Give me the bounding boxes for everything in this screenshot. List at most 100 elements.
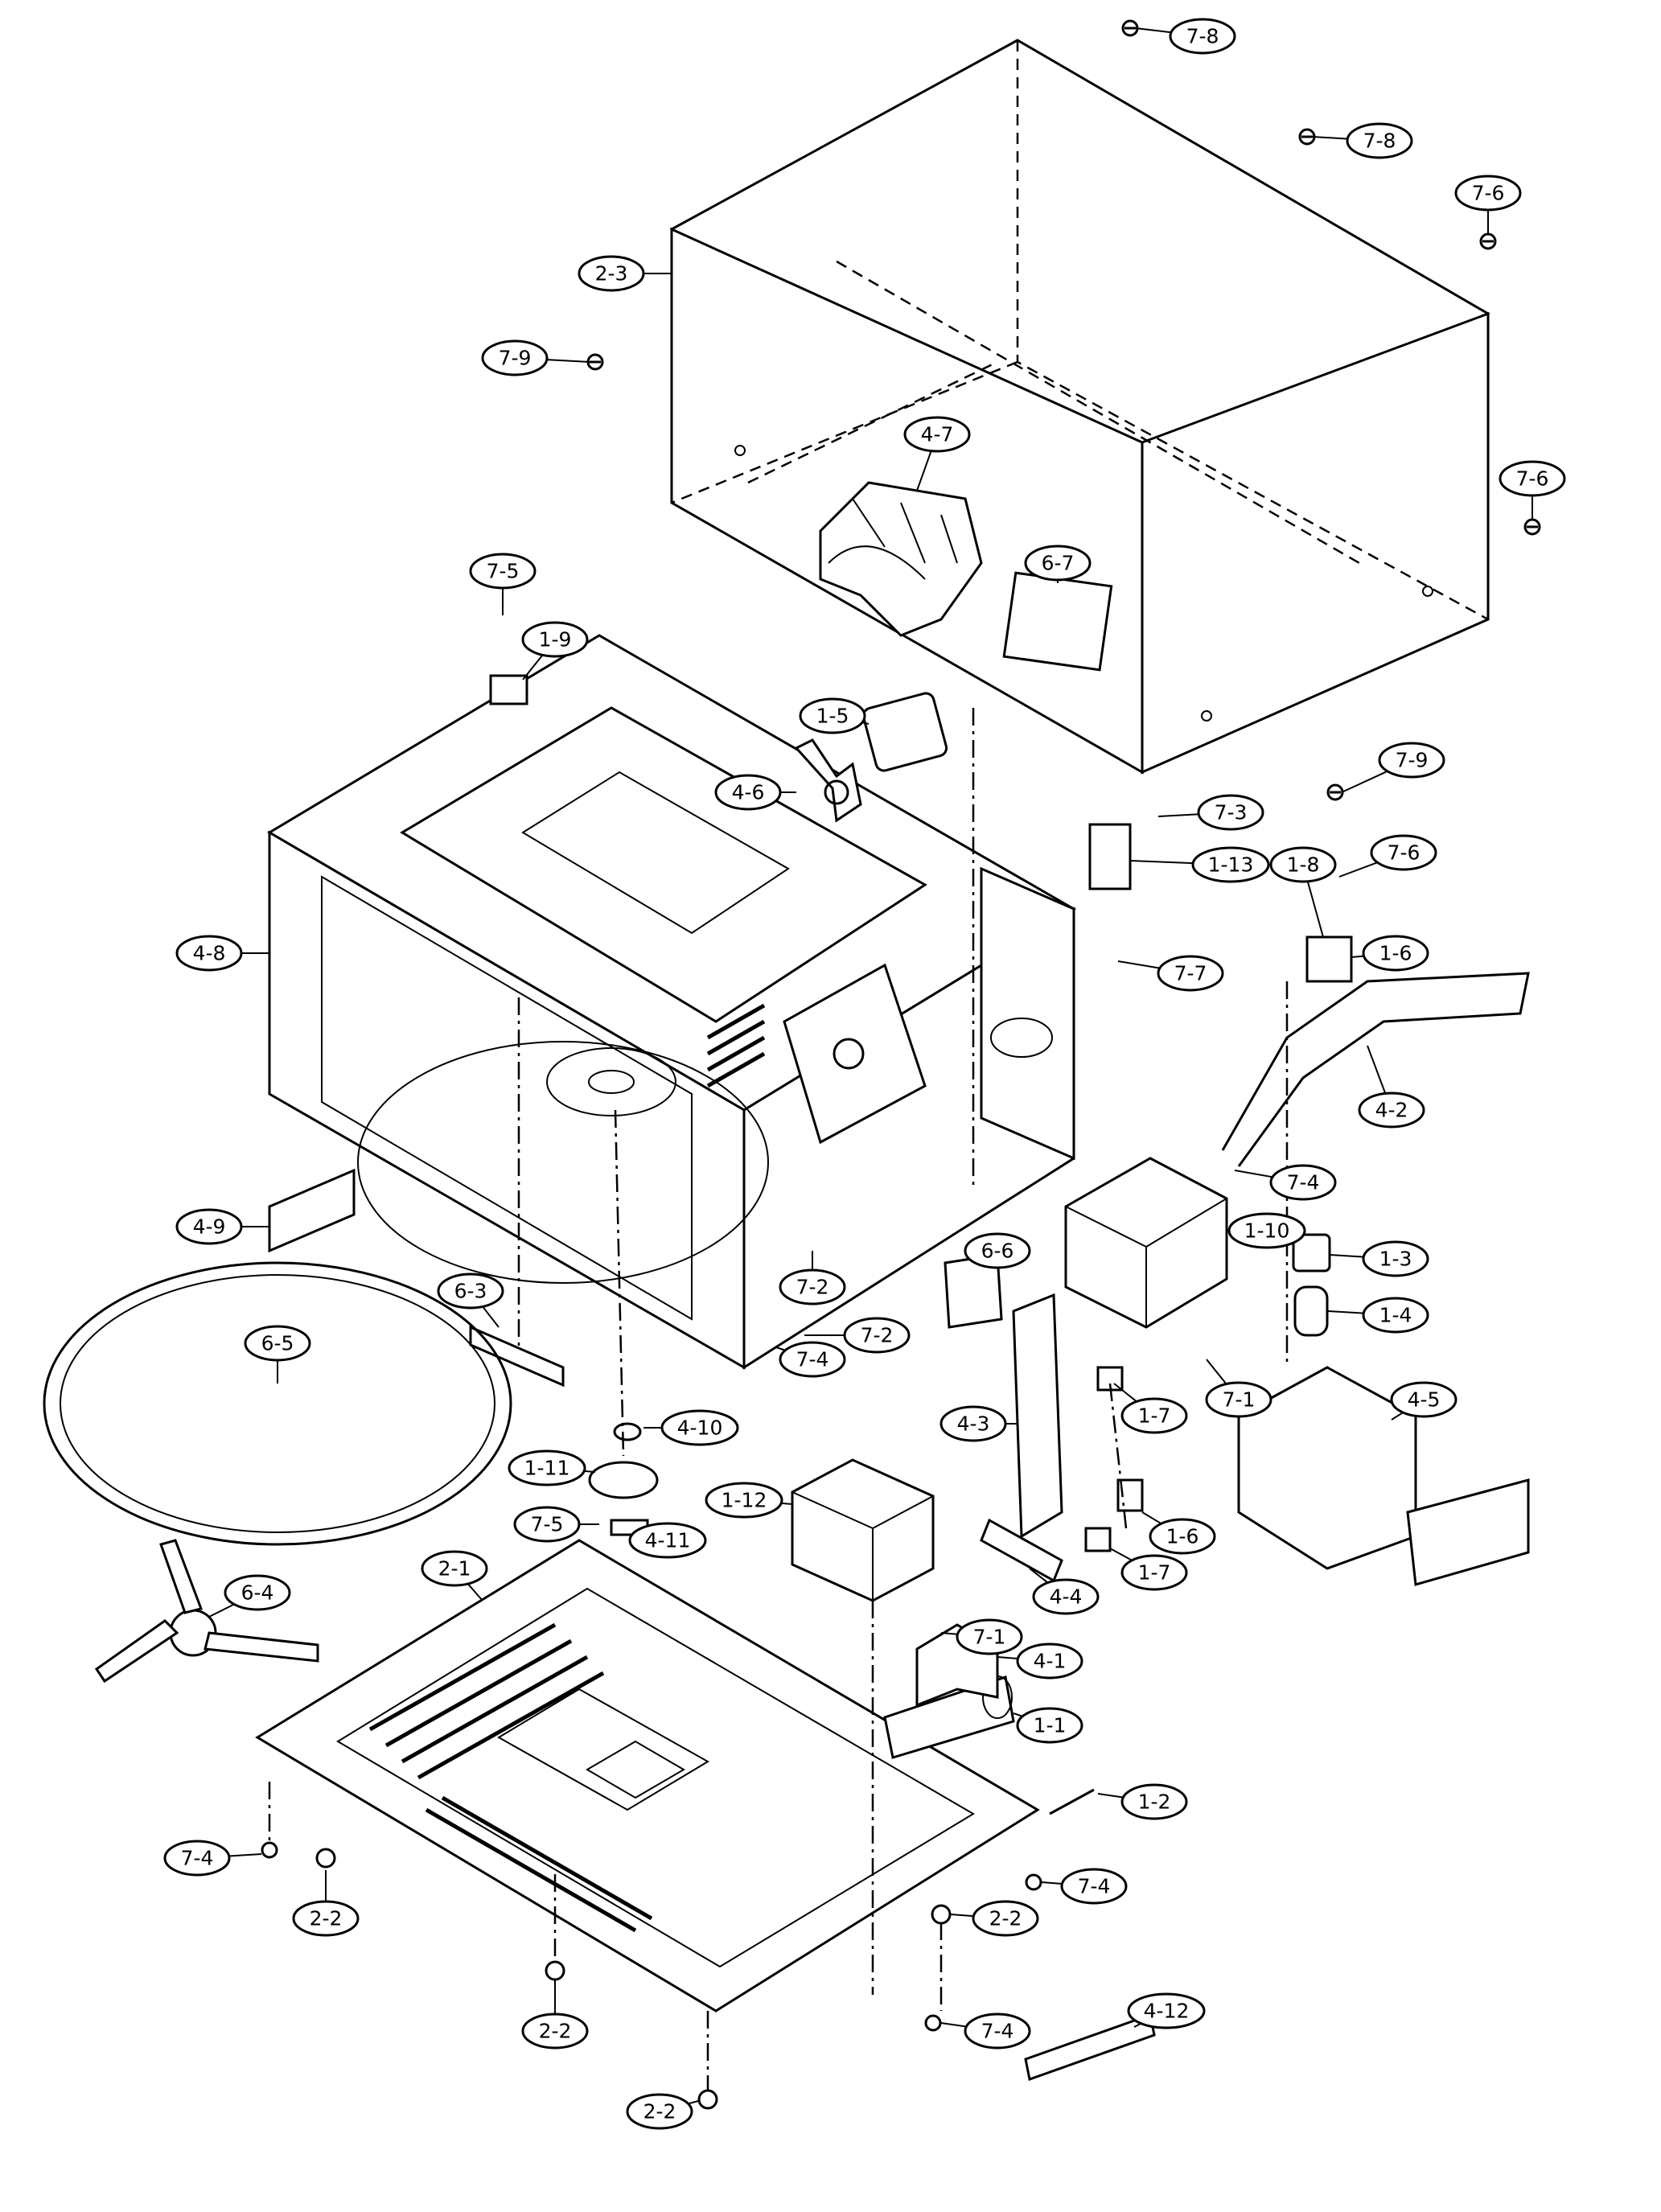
leader-line bbox=[1157, 813, 1199, 817]
leader-line bbox=[1206, 1359, 1227, 1385]
callout-label: 7-9 bbox=[1396, 749, 1429, 772]
callout-label: 7-1 bbox=[1223, 1388, 1256, 1412]
switch-1-7b bbox=[1084, 1527, 1112, 1552]
callout-oval bbox=[1346, 122, 1413, 159]
leader-line bbox=[208, 1603, 235, 1618]
callout-2-2: 2-2 bbox=[292, 1870, 360, 1937]
callout-oval bbox=[1390, 1381, 1457, 1418]
callout-oval bbox=[1378, 742, 1445, 779]
callout-label: 7-3 bbox=[1215, 801, 1248, 824]
callout-4-2: 4-2 bbox=[1358, 1045, 1425, 1129]
callout-oval bbox=[1149, 1518, 1216, 1555]
screw-7-8a bbox=[1121, 19, 1139, 37]
callout-4-1: 4-1 bbox=[997, 1643, 1083, 1680]
callout-1-6: 1-6 bbox=[1141, 1511, 1216, 1555]
leader-line bbox=[688, 2100, 699, 2105]
callout-2-2: 2-2 bbox=[626, 2093, 699, 2130]
callout-label: 4-6 bbox=[732, 781, 765, 804]
callout-oval bbox=[1370, 834, 1437, 871]
screw-7-6a bbox=[1479, 232, 1497, 250]
callout-label: 2-2 bbox=[643, 2100, 676, 2124]
callout-label: 7-4 bbox=[981, 2020, 1014, 2043]
callout-label: 2-2 bbox=[539, 2020, 572, 2043]
leader-line bbox=[1041, 1881, 1063, 1885]
callout-7-9: 7-9 bbox=[1341, 742, 1445, 793]
callout-1-10: 1-10 bbox=[1227, 1212, 1306, 1249]
panel-4-9 bbox=[268, 1168, 356, 1253]
callout-label: 4-5 bbox=[1408, 1388, 1441, 1412]
callout-label: 6-7 bbox=[1042, 552, 1075, 575]
screw-2-2b bbox=[931, 1904, 952, 1925]
callout-label: 4-8 bbox=[193, 942, 226, 965]
callout-layer: 7-87-87-62-37-94-77-66-77-51-91-57-94-67… bbox=[163, 18, 1566, 2130]
leader-line bbox=[916, 450, 932, 491]
glass-tray bbox=[43, 1261, 512, 1546]
callout-oval bbox=[244, 1325, 311, 1362]
callout-oval bbox=[1499, 460, 1566, 497]
leader-line bbox=[1351, 955, 1364, 958]
callout-oval bbox=[843, 1317, 911, 1354]
callout-oval bbox=[1454, 175, 1522, 212]
leader-line bbox=[1141, 1511, 1162, 1525]
callout-oval bbox=[1016, 1643, 1083, 1680]
callout-7-9: 7-9 bbox=[481, 339, 590, 376]
leader-line bbox=[584, 1470, 596, 1473]
callout-oval bbox=[1157, 955, 1224, 992]
callout-label: 1-4 bbox=[1379, 1304, 1412, 1327]
leader-line bbox=[1135, 27, 1172, 34]
callout-oval bbox=[1362, 1297, 1429, 1334]
callout-1-8: 1-8 bbox=[1269, 846, 1337, 938]
callout-7-6: 7-6 bbox=[1454, 175, 1522, 235]
callout-label: 1-6 bbox=[1166, 1525, 1199, 1548]
callout-7-6: 7-6 bbox=[1499, 460, 1566, 520]
callout-label: 1-7 bbox=[1138, 1404, 1171, 1428]
callout-6-4: 6-4 bbox=[208, 1574, 291, 1618]
callout-label: 7-5 bbox=[531, 1513, 564, 1536]
leader-line bbox=[1013, 1712, 1023, 1717]
callout-oval bbox=[956, 1618, 1023, 1655]
callout-oval bbox=[1191, 846, 1270, 883]
callout-label: 4-2 bbox=[1375, 1099, 1408, 1122]
leader-line bbox=[467, 1583, 483, 1601]
assembly-lines bbox=[268, 708, 1289, 2091]
callout-label: 1-8 bbox=[1287, 853, 1320, 877]
callout-label: 2-2 bbox=[310, 1907, 343, 1930]
callout-label: 7-9 bbox=[499, 347, 532, 370]
callout-oval bbox=[1269, 846, 1337, 883]
callout-oval bbox=[1362, 935, 1429, 972]
callout-label: 7-4 bbox=[1287, 1171, 1320, 1194]
callout-label: 1-13 bbox=[1208, 853, 1254, 877]
callout-oval bbox=[1127, 1992, 1206, 2029]
callout-oval bbox=[437, 1273, 504, 1310]
base-plate bbox=[255, 1539, 1040, 2013]
callout-oval bbox=[1120, 1397, 1188, 1434]
callout-oval bbox=[1227, 1212, 1306, 1249]
callout-7-2: 7-2 bbox=[804, 1317, 911, 1354]
fuse-1-4 bbox=[1293, 1285, 1329, 1337]
callout-label: 2-2 bbox=[989, 1907, 1022, 1930]
callout-oval bbox=[578, 255, 645, 292]
leader-line bbox=[1338, 861, 1378, 878]
callout-label: 2-3 bbox=[595, 262, 628, 286]
callout-oval bbox=[972, 1900, 1039, 1937]
leader-line bbox=[940, 2022, 967, 2028]
callout-4-10: 4-10 bbox=[643, 1409, 739, 1446]
air-duct-4-5 bbox=[1237, 1366, 1530, 1586]
callout-7-4: 7-4 bbox=[163, 1840, 262, 1877]
callout-label: 7-2 bbox=[861, 1324, 894, 1347]
callout-label: 1-3 bbox=[1379, 1248, 1412, 1271]
callout-oval bbox=[1024, 545, 1092, 582]
leader-line bbox=[1306, 881, 1324, 938]
diode-1-2 bbox=[1049, 1788, 1095, 1815]
screw-7-4d bbox=[1025, 1873, 1042, 1891]
callout-oval bbox=[292, 1900, 360, 1937]
callout-label: 7-6 bbox=[1516, 467, 1549, 491]
thermal-cutout-1-9 bbox=[489, 674, 528, 705]
callout-1-5: 1-5 bbox=[799, 697, 870, 734]
callout-oval bbox=[421, 1550, 488, 1587]
callout-oval bbox=[628, 1522, 707, 1559]
callout-6-7: 6-7 bbox=[1024, 545, 1092, 583]
callout-7-4: 7-4 bbox=[1234, 1164, 1337, 1201]
callout-label: 4-11 bbox=[645, 1529, 691, 1552]
callout-1-12: 1-12 bbox=[705, 1482, 793, 1519]
